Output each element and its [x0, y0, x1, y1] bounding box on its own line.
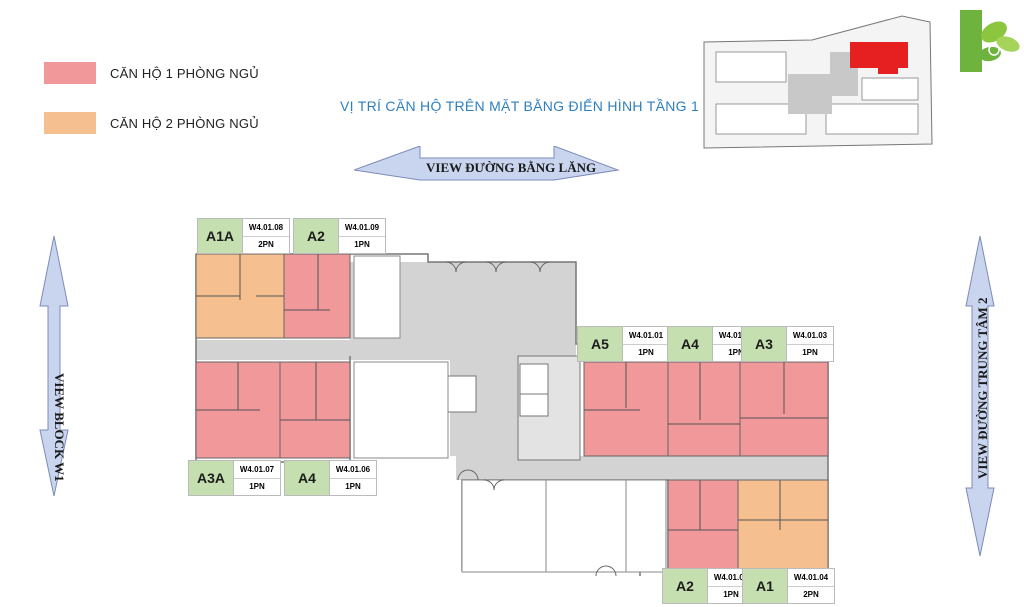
unit-type: A2: [663, 569, 708, 603]
unit-bedrooms: 1PN: [728, 348, 744, 358]
unit-type: A3: [742, 327, 787, 361]
legend-label-2pn: CĂN HỘ 2 PHÒNG NGỦ: [110, 116, 259, 131]
legend-swatch-2pn: [44, 112, 96, 134]
unit-code: W4.01.05: [708, 569, 754, 587]
unit-code: W4.01.07: [234, 461, 280, 479]
unit-type: A1: [743, 569, 788, 603]
unit-code: W4.01.03: [787, 327, 833, 345]
legend-swatch-1pn: [44, 62, 96, 84]
unit-code: W4.01.01: [623, 327, 669, 345]
legend-label-1pn: CĂN HỘ 1 PHÒNG NGỦ: [110, 66, 259, 81]
unit-code: W4.01.06: [330, 461, 376, 479]
unit-type: A3A: [189, 461, 234, 495]
unit-type: A5: [578, 327, 623, 361]
unit-code: W4.01.09: [339, 219, 385, 237]
view-top-label: VIEW ĐƯỜNG BẰNG LĂNG: [426, 160, 597, 175]
unit-tag-w40109[interactable]: A2 W4.01.09 1PN: [293, 218, 386, 254]
unit-tag-w40108[interactable]: A1A W4.01.08 2PN: [197, 218, 290, 254]
unit-code: W4.01.08: [243, 219, 289, 237]
unit-tag-w40106[interactable]: A4 W4.01.06 1PN: [284, 460, 377, 496]
unit-tag-w40101[interactable]: A5 W4.01.01 1PN: [577, 326, 670, 362]
leaf-logo-icon: [960, 10, 1020, 72]
view-right-arrow: [965, 236, 995, 557]
unit-code: W4.01.04: [788, 569, 834, 587]
unit-bedrooms: 1PN: [249, 482, 265, 492]
page-title: VỊ TRÍ CĂN HỘ TRÊN MẶT BẰNG ĐIỂN HÌNH TẦ…: [340, 98, 700, 114]
unit-bedrooms: 1PN: [723, 590, 739, 600]
unit-tag-w40104[interactable]: A1 W4.01.04 2PN: [742, 568, 835, 604]
unit-bedrooms: 1PN: [345, 482, 361, 492]
view-top-arrow: [354, 146, 620, 181]
unit-tag-w40103[interactable]: A3 W4.01.03 1PN: [741, 326, 834, 362]
unit-bedrooms: 1PN: [638, 348, 654, 358]
unit-code: W4.01.02: [713, 327, 759, 345]
site-key-plan: [703, 15, 933, 149]
unit-type: A1A: [198, 219, 243, 253]
view-left-arrow: [39, 236, 69, 497]
unit-bedrooms: 1PN: [354, 240, 370, 250]
unit-tag-w40107[interactable]: A3A W4.01.07 1PN: [188, 460, 281, 496]
unit-type: A4: [285, 461, 330, 495]
unit-type: A4: [668, 327, 713, 361]
unit-bedrooms: 2PN: [258, 240, 274, 250]
unit-type: A2: [294, 219, 339, 253]
unit-bedrooms: 1PN: [802, 348, 818, 358]
unit-bedrooms: 2PN: [803, 590, 819, 600]
